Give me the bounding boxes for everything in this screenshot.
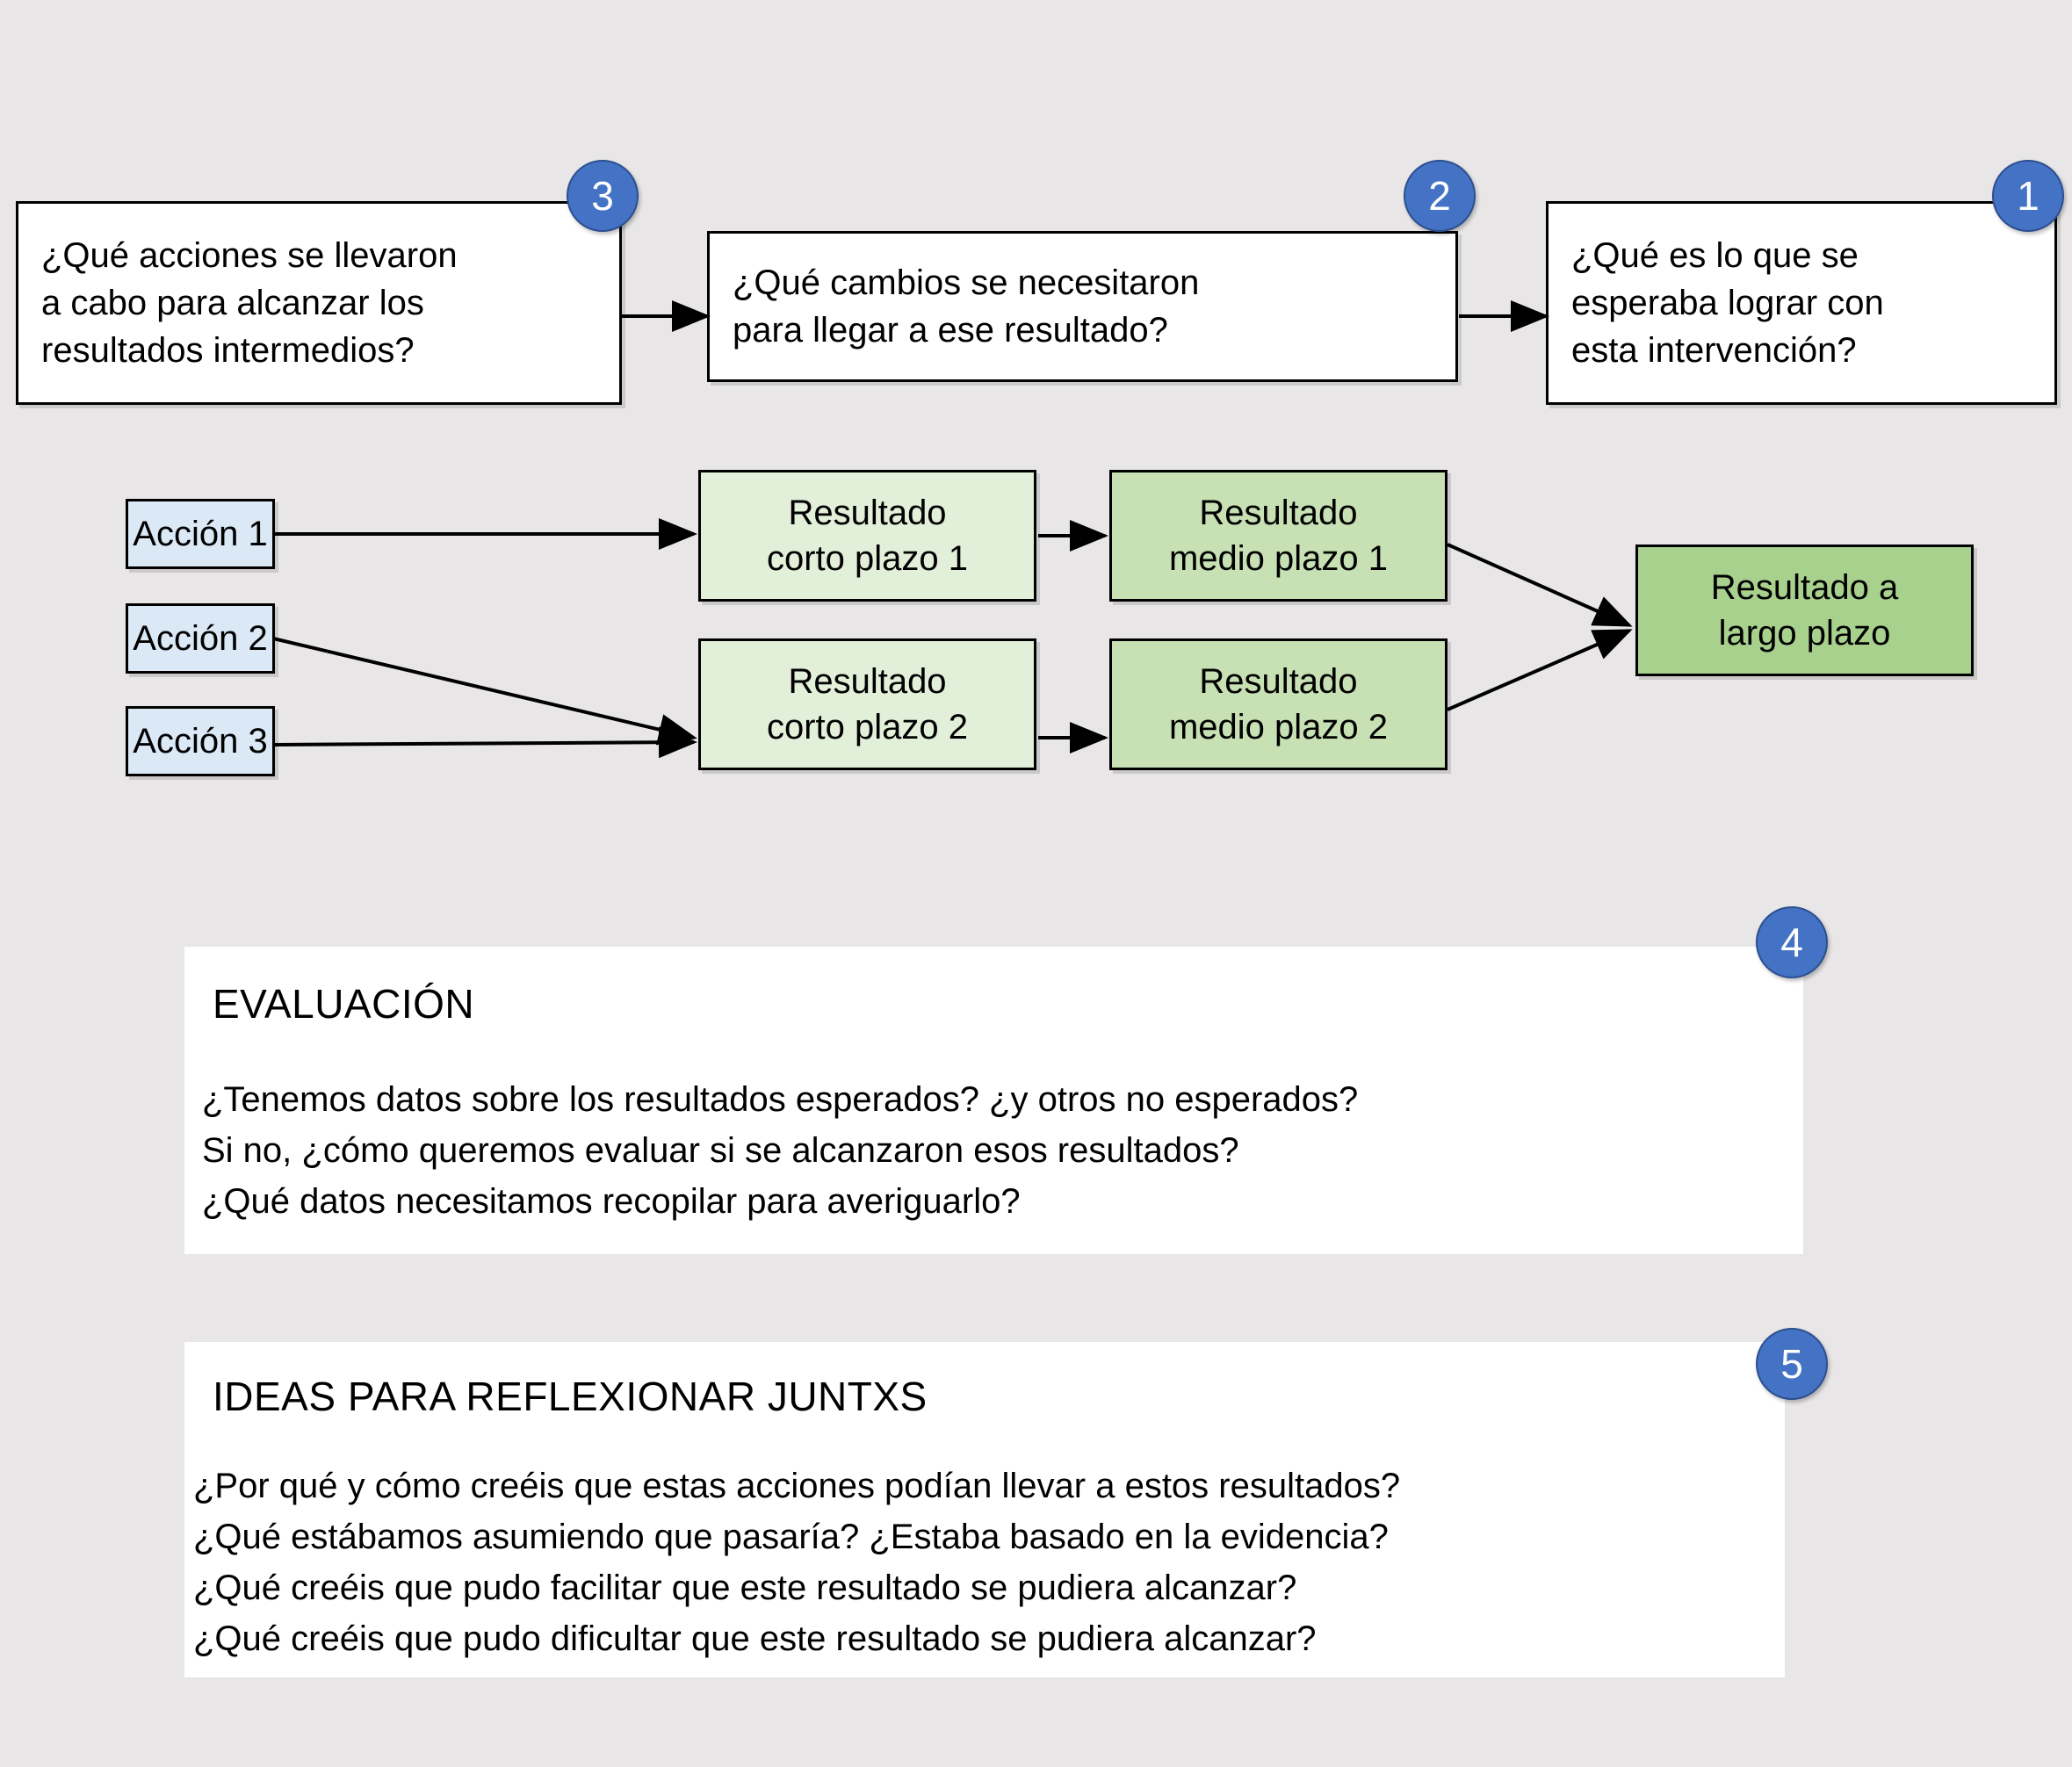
badge-5: 5 (1756, 1328, 1828, 1400)
panel-ideas-line-4: ¿Qué creéis que pudo dificultar que este… (193, 1619, 1317, 1658)
arrow-medio1-to-largo (1447, 543, 1633, 627)
panel-ideas: IDEAS PARA REFLEXIONAR JUNTXS ¿Por qué y… (184, 1342, 1785, 1677)
badge-1: 1 (1992, 160, 2064, 232)
panel-ideas-title: IDEAS PARA REFLEXIONAR JUNTXS (213, 1374, 928, 1419)
panel-evaluacion-lines: ¿Tenemos datos sobre los resultados espe… (202, 1074, 1358, 1227)
badge-2: 2 (1404, 160, 1476, 232)
badge-4: 4 (1756, 906, 1828, 978)
flow-box-corto-plazo-2-label: Resultado corto plazo 2 (766, 662, 969, 746)
question-box-2-text: ¿Qué cambios se necesitaron para llegar … (733, 263, 1200, 350)
question-box-3[interactable]: ¿Qué acciones se llevaron a cabo para al… (16, 201, 622, 405)
flow-box-largo-plazo[interactable]: Resultado a largo plazo (1635, 545, 1974, 676)
question-box-2[interactable]: ¿Qué cambios se necesitaron para llegar … (707, 231, 1458, 382)
flow-box-medio-plazo-2[interactable]: Resultado medio plazo 2 (1109, 638, 1448, 770)
arrow-accion3-to-corto2 (272, 726, 697, 759)
question-box-1-text: ¿Qué es lo que se esperaba lograr con es… (1571, 236, 1884, 370)
flow-box-medio-plazo-1[interactable]: Resultado medio plazo 1 (1109, 470, 1448, 602)
panel-ideas-line-2: ¿Qué estábamos asumiendo que pasaría? ¿E… (193, 1518, 1389, 1556)
flow-box-largo-plazo-label: Resultado a largo plazo (1710, 568, 1899, 653)
arrow-accion2-to-corto2 (272, 637, 697, 746)
flow-box-medio-plazo-1-label: Resultado medio plazo 1 (1168, 494, 1389, 578)
question-box-1[interactable]: ¿Qué es lo que se esperaba lograr con es… (1546, 201, 2057, 405)
flow-box-accion-1-label: Acción 1 (133, 515, 268, 553)
panel-evaluacion-title: EVALUACIÓN (213, 981, 475, 1027)
flow-box-corto-plazo-1[interactable]: Resultado corto plazo 1 (698, 470, 1036, 602)
flow-box-corto-plazo-2[interactable]: Resultado corto plazo 2 (698, 638, 1036, 770)
panel-evaluacion-line-3: ¿Qué datos necesitamos recopilar para av… (202, 1182, 1021, 1221)
flow-box-accion-3-label: Acción 3 (133, 722, 268, 761)
flow-box-corto-plazo-1-label: Resultado corto plazo 1 (766, 494, 969, 578)
flow-box-accion-3[interactable]: Acción 3 (126, 706, 275, 776)
flow-box-accion-2[interactable]: Acción 2 (126, 603, 275, 674)
panel-ideas-line-3: ¿Qué creéis que pudo facilitar que este … (193, 1569, 1297, 1607)
question-box-3-text: ¿Qué acciones se llevaron a cabo para al… (41, 236, 458, 370)
panel-evaluacion-line-1: ¿Tenemos datos sobre los resultados espe… (202, 1080, 1359, 1119)
panel-evaluacion: EVALUACIÓN ¿Tenemos datos sobre los resu… (184, 947, 1803, 1254)
flow-box-accion-2-label: Acción 2 (133, 619, 268, 658)
panel-evaluacion-line-2: Si no, ¿cómo queremos evaluar si se alca… (202, 1131, 1239, 1170)
panel-ideas-lines: ¿Por qué y cómo creéis que estas accione… (193, 1460, 1400, 1664)
panel-ideas-line-1: ¿Por qué y cómo creéis que estas accione… (193, 1467, 1401, 1505)
arrow-medio2-to-largo (1447, 629, 1633, 711)
flow-box-medio-plazo-2-label: Resultado medio plazo 2 (1168, 662, 1389, 746)
flow-box-accion-1[interactable]: Acción 1 (126, 499, 275, 569)
badge-3: 3 (567, 160, 639, 232)
